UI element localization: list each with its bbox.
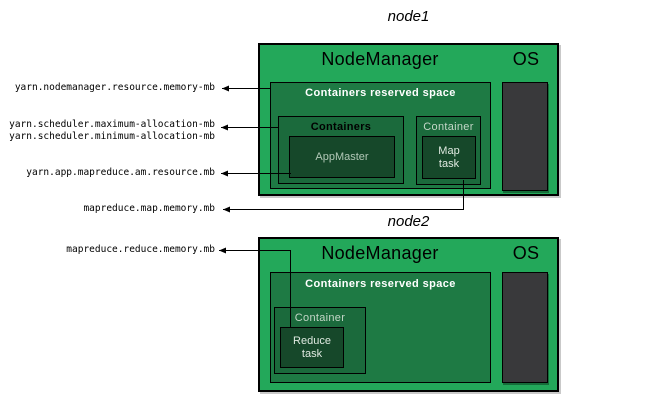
node1-title: node1 (387, 8, 430, 25)
node1-map-task-label: Map task (438, 144, 460, 170)
property-label-scheduler-minimum-allocation: yarn.scheduler.minimum-allocation-mb (9, 131, 215, 142)
node1-nodemanager-box: NodeManager OS Containers reserved space… (258, 43, 559, 196)
property-label-map-memory: mapreduce.map.memory.mb (83, 203, 215, 214)
node2-os-memory-block (502, 272, 548, 383)
node1-os-label: OS (512, 49, 540, 69)
node1-nodemanager-label: NodeManager (321, 49, 439, 69)
node2-nodemanager-box: NodeManager OS Containers reserved space… (258, 237, 559, 392)
node1-appmaster-box: AppMaster (289, 136, 395, 178)
node2-os-label: OS (512, 243, 540, 263)
node2-containers-reserved-space-box: Containers reserved space Container Redu… (270, 272, 491, 383)
node1-containers-box: Containers AppMaster (278, 116, 404, 184)
node1-containers-label: Containers (310, 121, 372, 133)
node2-container-label: Container (294, 312, 346, 324)
property-label-nodemanager-resource-memory: yarn.nodemanager.resource.memory-mb (14, 82, 215, 93)
node1-map-task-box: Map task (422, 136, 476, 179)
node1-containers-reserved-space-box: Containers reserved space Containers App… (270, 82, 491, 189)
property-label-am-resource: yarn.app.mapreduce.am.resource.mb (26, 167, 215, 178)
node1-container-box: Container Map task (416, 116, 481, 185)
node2-nodemanager-label: NodeManager (321, 243, 439, 263)
node1-appmaster-label: AppMaster (315, 151, 369, 163)
node1-os-memory-block (502, 82, 548, 191)
node2-reduce-task-box: Reduce task (280, 327, 344, 368)
node1-container-label: Container (423, 121, 474, 133)
node2-reserved-space-label: Containers reserved space (305, 278, 456, 290)
property-label-scheduler-maximum-allocation: yarn.scheduler.maximum-allocation-mb (9, 119, 215, 130)
node2-title: node2 (387, 213, 430, 230)
node2-reduce-task-label: Reduce task (293, 334, 331, 360)
node2-container-box: Container Reduce task (274, 307, 366, 374)
property-label-reduce-memory: mapreduce.reduce.memory.mb (66, 244, 215, 255)
node1-reserved-space-label: Containers reserved space (305, 87, 456, 99)
